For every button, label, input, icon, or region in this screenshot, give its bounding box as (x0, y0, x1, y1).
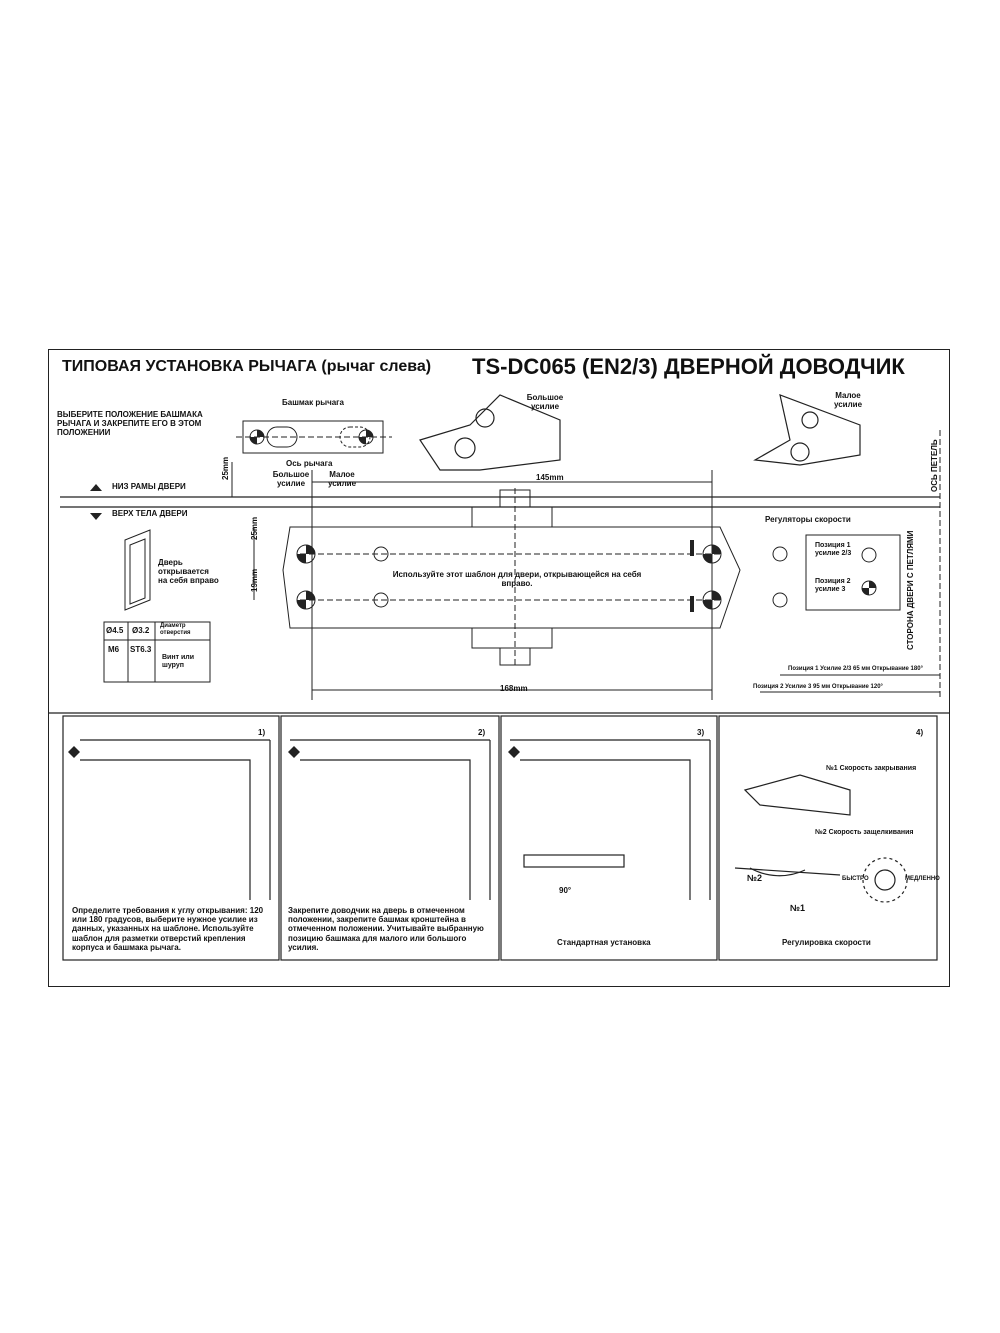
door-note: Дверь открывается на себя вправо (158, 558, 219, 586)
door-top-label: ВЕРХ ТЕЛА ДВЕРИ (112, 509, 188, 518)
hole-st: ST6.3 (130, 645, 152, 654)
step-4-text: Регулировка скорости (782, 938, 871, 947)
step-3-num: 3) (697, 728, 705, 737)
small-force-top-label: Малое усилие (833, 391, 863, 410)
hole-d1: Ø4.5 (106, 626, 124, 635)
hole-d2: Ø3.2 (132, 626, 150, 635)
closer-body-outline (231, 430, 941, 700)
hole-diam-label: Диаметр отверстия (160, 623, 191, 636)
pos1-label: Позиция 1 усилие 2/3 (815, 542, 852, 558)
step-2-text: Закрепите доводчик на дверь в отмеченном… (288, 906, 484, 952)
hole-m6: M6 (108, 645, 120, 654)
step-3-text: Стандартная установка (557, 938, 651, 947)
step-4-n2-label: №2 Скорость защелкивания (815, 829, 914, 836)
step-1-num: 1) (258, 728, 266, 737)
big-force-label: Большое усилие (272, 470, 310, 489)
dim-25: 25mm (250, 516, 259, 540)
template-note: Используйте этот шаблон для двери, откры… (392, 570, 642, 589)
pos1-line: Позиция 1 Усилие 2/3 65 мм Открывание 18… (788, 666, 923, 672)
step-1-text: Определите требования к углу открывания:… (72, 906, 264, 952)
hole-diameter-table (103, 621, 211, 683)
step-4-n1-label: №1 Скорость закрывания (826, 765, 917, 772)
pos2-line: Позиция 2 Усилие 3 95 мм Открывание 120° (753, 684, 883, 690)
step-4-num: 4) (916, 728, 924, 737)
step-4-slow: МЕДЛЕННО (905, 876, 940, 882)
door-icon (124, 529, 151, 611)
step-4-fast: БЫСТРО (842, 876, 869, 882)
big-force-top-label: Большое усилие (526, 393, 564, 412)
speed-regulators-label: Регуляторы скорости (765, 515, 851, 524)
shoe-label: Башмак рычага (282, 398, 344, 407)
hole-screw-label: Винт или шуруп (162, 654, 195, 670)
pos2-label: Позиция 2 усилие 3 (815, 578, 851, 594)
hinge-axis-label: ОСЬ ПЕТЕЛЬ (930, 439, 939, 492)
step-4-n2: №2 (747, 873, 763, 883)
lever-axis-label: Ось рычага (286, 459, 333, 468)
steps-panels (62, 715, 938, 961)
frame-bottom-label: НИЗ РАМЫ ДВЕРИ (112, 482, 186, 491)
dim-168: 168mm (500, 684, 528, 693)
instruction-shoe: ВЫБЕРИТЕ ПОЛОЖЕНИЕ БАШМАКА РЫЧАГА И ЗАКР… (57, 410, 203, 438)
closer-illustration-big-force (419, 394, 561, 471)
step-4-n1: №1 (790, 903, 806, 913)
dim-19: 19mm (250, 568, 259, 592)
dim-145: 145mm (536, 473, 564, 482)
title-left: ТИПОВАЯ УСТАНОВКА РЫЧАГА (рычаг слева) (62, 358, 432, 375)
closer-illustration-small-force (753, 394, 861, 466)
step-3-angle: 90° (559, 886, 572, 895)
hinge-side-label: СТОРОНА ДВЕРИ С ПЕТЛЯМИ (906, 530, 915, 650)
step-2-num: 2) (478, 728, 486, 737)
dim-25-top: 25mm (221, 456, 230, 480)
small-force-label: Малое усилие (327, 470, 357, 489)
instruction-sheet (48, 349, 950, 987)
title-right: TS-DC065 (EN2/3) ДВЕРНОЙ ДОВОДЧИК (472, 354, 905, 379)
